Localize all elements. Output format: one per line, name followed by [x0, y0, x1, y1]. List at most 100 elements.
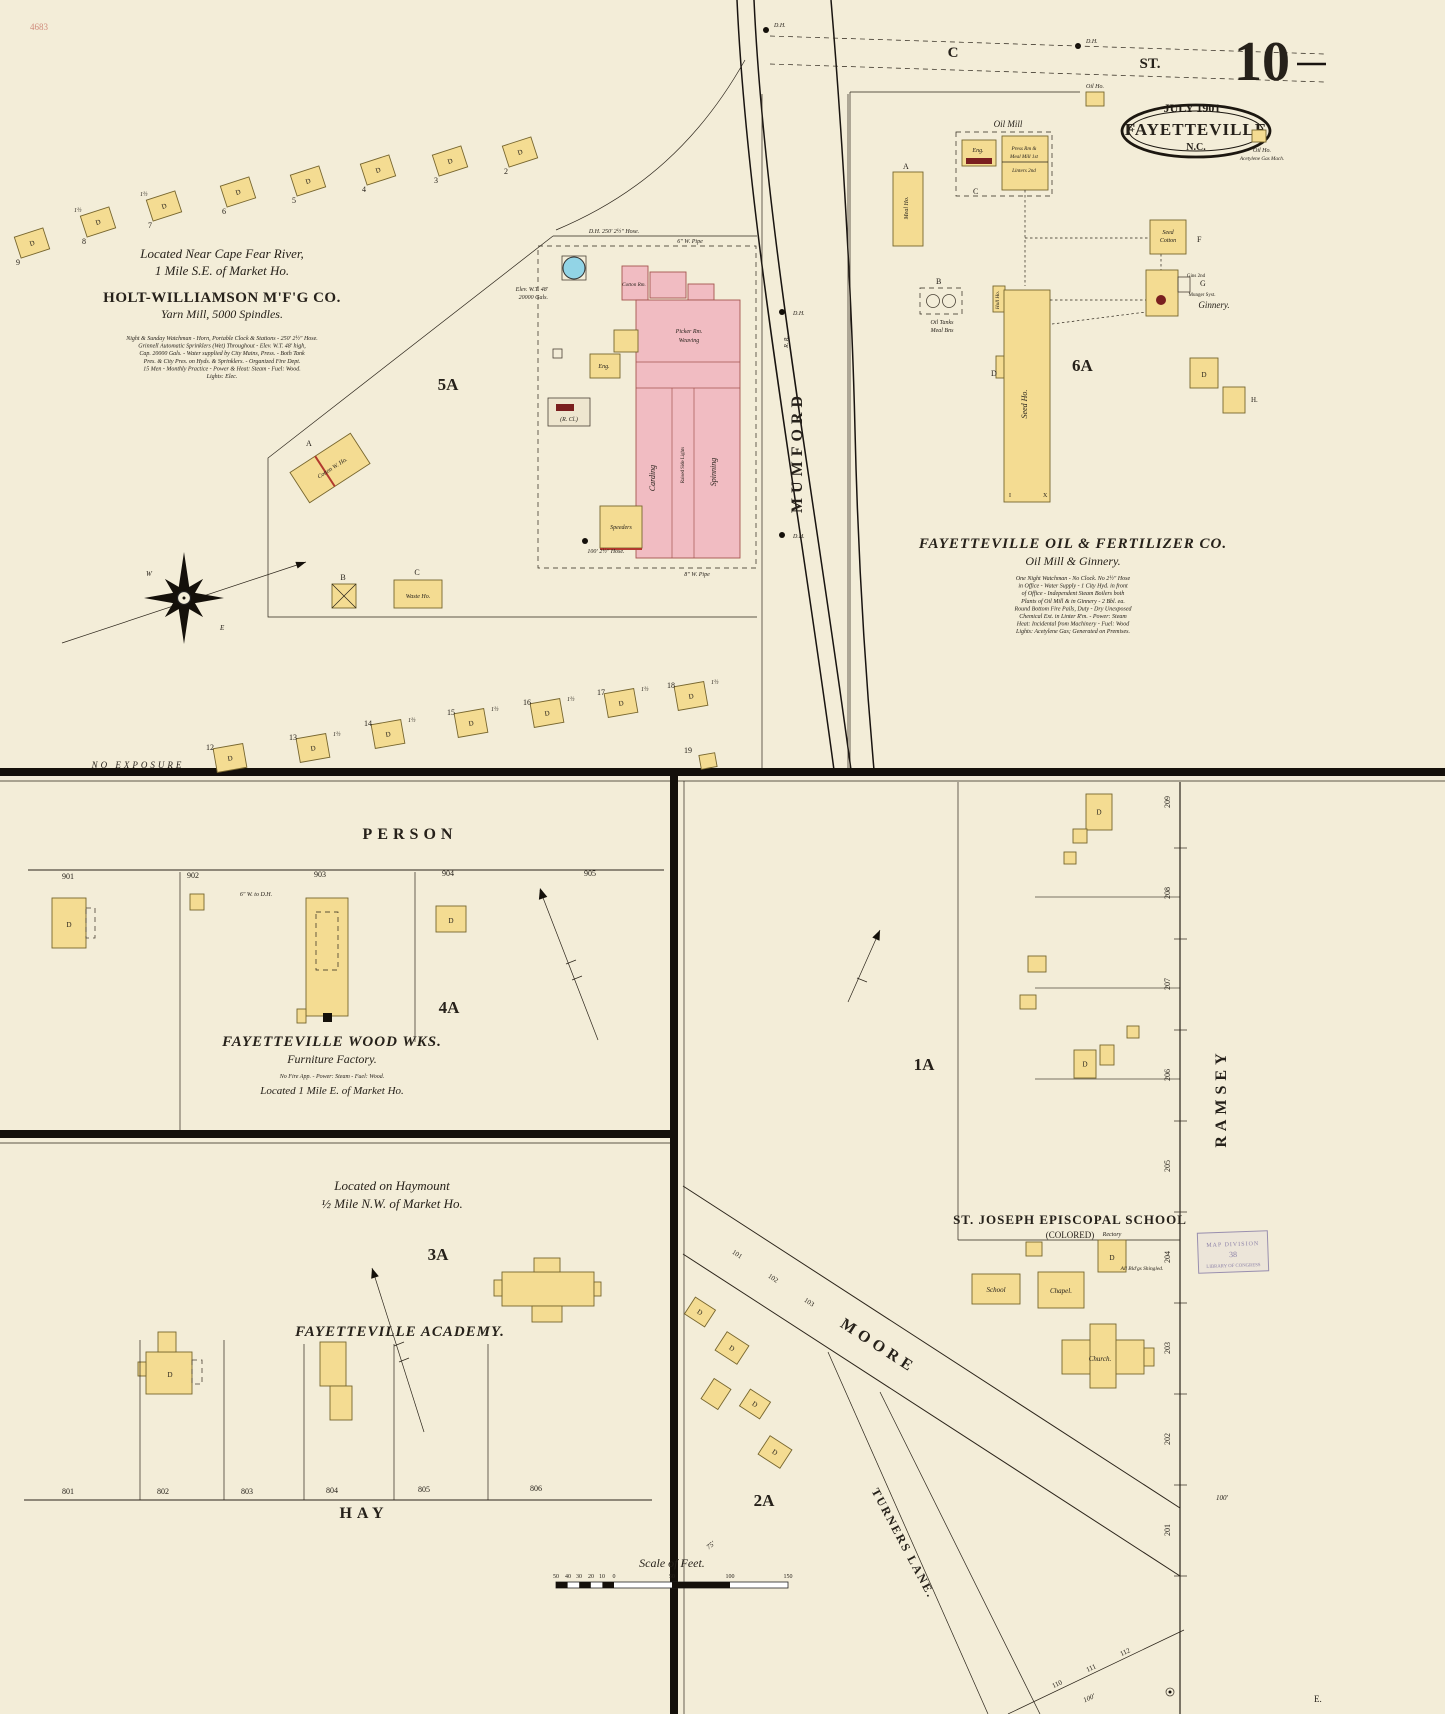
oil-company-name: FAYETTEVILLE OIL & FERTILIZER CO.	[918, 536, 1227, 552]
lot-number: 30	[576, 1574, 582, 1580]
seed-house-annex	[995, 355, 1005, 379]
academy-wing	[531, 1305, 563, 1323]
house-number: 12	[206, 743, 214, 752]
divider-vertical	[670, 776, 678, 1714]
house	[1099, 1044, 1115, 1066]
hull-house-label: Hull Ho.	[995, 291, 1001, 310]
c-street: C ST.	[769, 35, 1325, 83]
north-arrow-head	[872, 930, 880, 941]
house: D	[219, 176, 257, 208]
house-rect	[289, 165, 327, 197]
scale-seg	[579, 1582, 591, 1588]
scale-seg	[556, 1582, 568, 1588]
block-boundary	[267, 235, 757, 618]
house-rect	[145, 190, 183, 222]
house: D	[1073, 1049, 1097, 1079]
house-letter: D	[688, 692, 694, 701]
dh-label: D.H.	[792, 534, 805, 540]
stamp-line-2: 38	[1229, 1250, 1237, 1259]
house-number: 9	[16, 258, 20, 267]
lot-number: 805	[418, 1485, 430, 1494]
north-arrow-head	[538, 888, 548, 900]
house-stories: 1½	[711, 679, 719, 686]
house-number: 14	[364, 719, 372, 728]
house-letter: D	[310, 744, 316, 753]
house-letter: D	[29, 239, 36, 248]
hose-house	[552, 348, 563, 359]
mill-annex	[687, 283, 715, 301]
note-line: Grinnell Automatic Sprinklers (Wet) Thro…	[138, 343, 306, 350]
hydrant-dot	[779, 309, 785, 315]
stamp-line-1: MAP DIVISION	[1206, 1241, 1259, 1249]
lot-number: 801	[62, 1487, 74, 1496]
porch	[191, 1359, 203, 1385]
munger-label: Munger Syst.	[1189, 293, 1216, 298]
street-edge-turners	[827, 1351, 989, 1714]
lot-number: 904	[442, 869, 454, 878]
building-letter-a: A	[903, 162, 909, 171]
block-number-5a: 5A	[438, 375, 460, 394]
building-letter-b: B	[340, 573, 345, 582]
house-rect	[501, 136, 539, 168]
survey-dot-ring	[1165, 1687, 1175, 1697]
library-stamp: MAP DIVISION 38 LIBRARY OF CONGRESS	[1196, 1230, 1270, 1274]
street-label-c: C	[948, 45, 959, 61]
north-arrow-shaft	[847, 929, 881, 1003]
school-subtitle: (COLORED)	[1046, 1230, 1095, 1240]
rcl-building	[547, 397, 591, 427]
house: D	[295, 733, 331, 763]
house-letter: D	[770, 1448, 779, 1457]
porch	[85, 907, 96, 939]
house-rect	[698, 752, 718, 770]
lot-number: 150	[784, 1574, 793, 1580]
house-letter: D	[235, 188, 242, 197]
house-rect	[295, 733, 331, 763]
arrow-tick	[565, 959, 577, 965]
house-rect	[529, 698, 565, 728]
room-lights: Raised Side Lights	[681, 447, 686, 483]
dwelling-letter: D	[1109, 1254, 1114, 1262]
school-name: ST. JOSEPH EPISCOPAL SCHOOL	[953, 1212, 1187, 1227]
dwelling	[435, 905, 467, 933]
water-tank-label-2: 20000 Gals.	[519, 295, 548, 301]
house: D	[13, 227, 51, 259]
lot-number: 905	[584, 869, 596, 878]
house	[1027, 955, 1047, 973]
house-rect	[1027, 955, 1047, 973]
holt-williamson-block: Located Near Cape Fear River, 1 Mile S.E…	[103, 228, 757, 618]
room-eng: Eng.	[597, 364, 609, 370]
block-number-2a: 2A	[754, 1491, 776, 1510]
house	[1019, 994, 1037, 1010]
lot-number: 40	[565, 1574, 571, 1580]
house-stories: 1½	[641, 686, 649, 693]
hose-note-top: D.H. 250' 2½" Hose.	[588, 228, 639, 235]
oil-tanks-enclosure	[919, 287, 963, 315]
block-number-4a: 4A	[439, 998, 461, 1017]
street-label-mumford: MUMFORD	[789, 391, 806, 513]
map-date: JULY 1901	[1164, 101, 1221, 115]
oil-tank	[942, 294, 956, 308]
ginnery-label: Ginnery.	[1198, 300, 1229, 310]
hydrant-dot	[779, 532, 785, 538]
rail-line-2	[753, 0, 852, 771]
building-letter-b: B	[936, 277, 941, 286]
scale-label: Scale of Feet.	[639, 1556, 705, 1570]
house-rect	[431, 145, 469, 177]
block-number-6a: 6A	[1072, 356, 1094, 375]
house-stories: 1½	[74, 207, 82, 214]
holt-location-1: Located Near Cape Fear River,	[139, 246, 304, 261]
lot-number: 112	[1119, 1646, 1132, 1658]
lot-number: 208	[1163, 887, 1172, 899]
mill-main-building	[635, 299, 741, 559]
factory-annex	[296, 1008, 307, 1024]
building-letter-a: A	[306, 439, 312, 448]
lot-number: 111	[1085, 1662, 1098, 1674]
academy-step	[593, 1281, 602, 1297]
rail-line-1	[736, 0, 835, 771]
lot-number: 209	[1163, 796, 1172, 808]
state-name: N.C.	[1186, 142, 1206, 153]
water-tank-label-1: Elev. W.T. 48'	[515, 286, 549, 293]
outbuilding	[329, 1385, 353, 1421]
mill-annex	[621, 265, 649, 301]
